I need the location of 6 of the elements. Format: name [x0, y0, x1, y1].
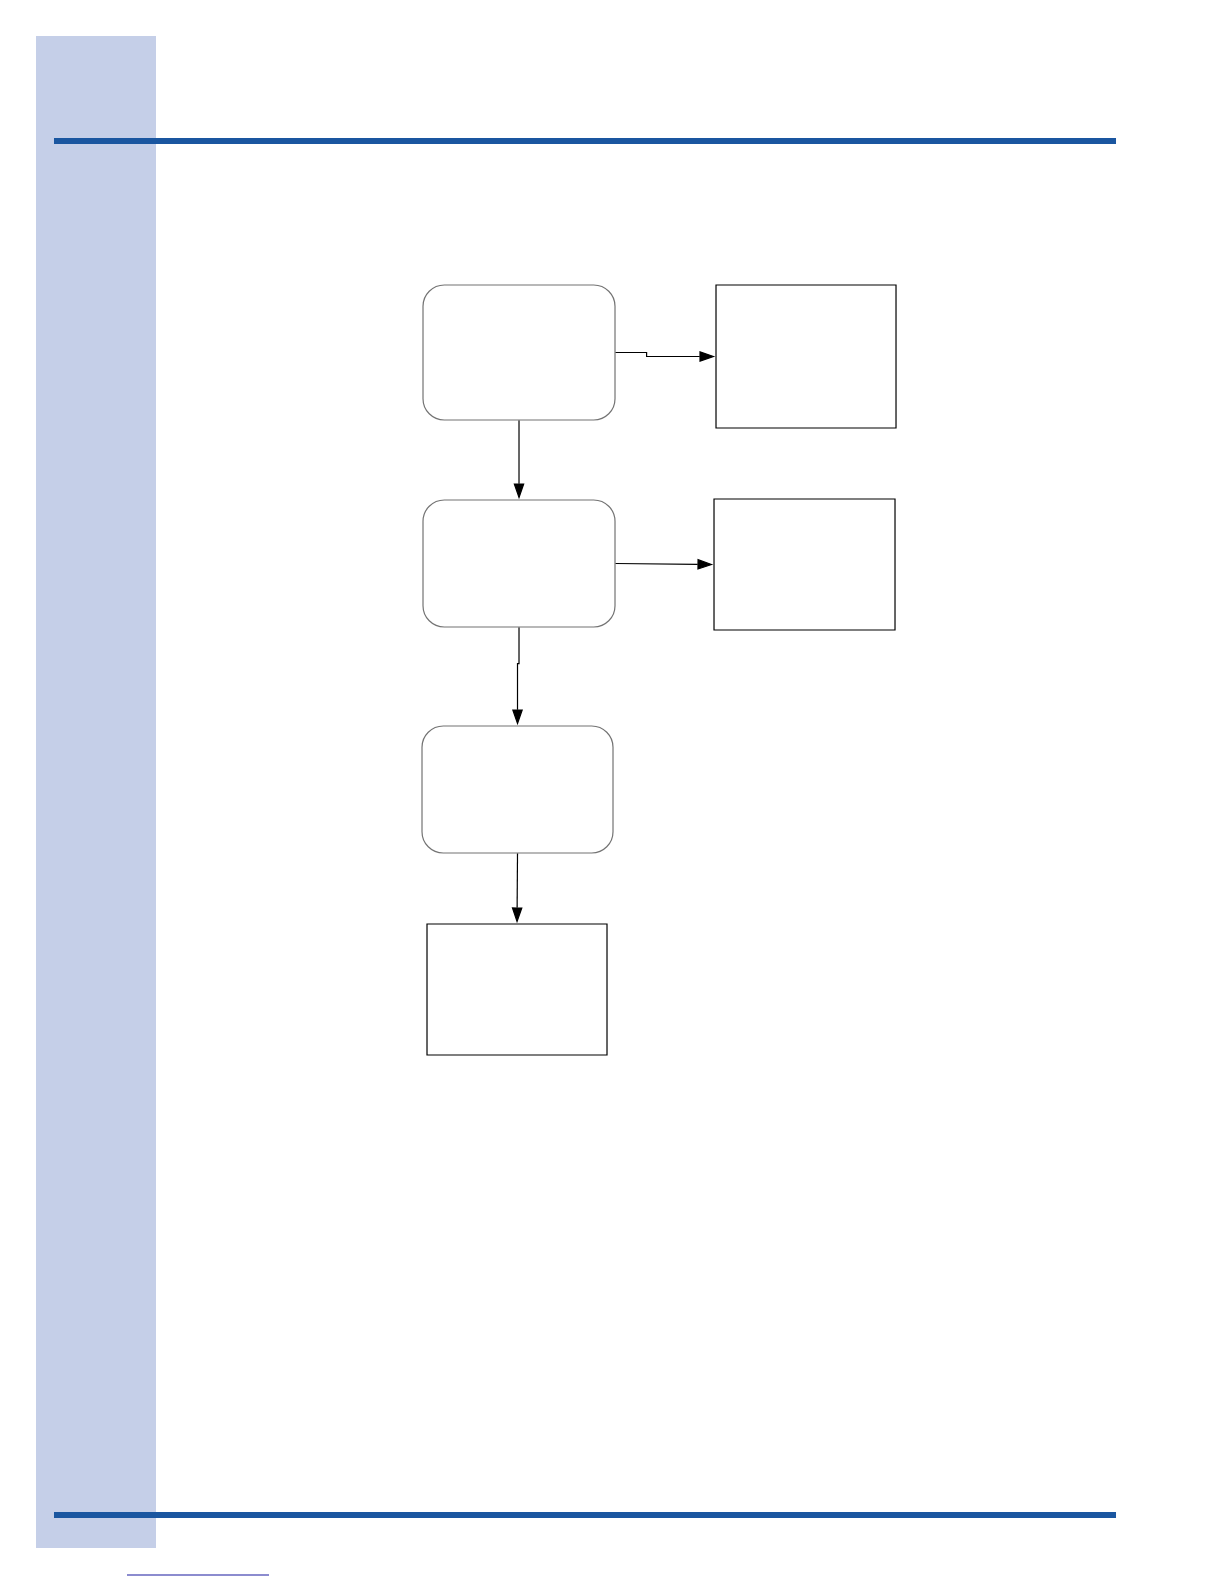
result-box	[426, 923, 608, 1056]
process-box	[422, 284, 616, 421]
process-box	[422, 499, 616, 628]
result-box	[713, 498, 896, 631]
process-box	[421, 725, 614, 854]
result-box	[715, 284, 897, 429]
